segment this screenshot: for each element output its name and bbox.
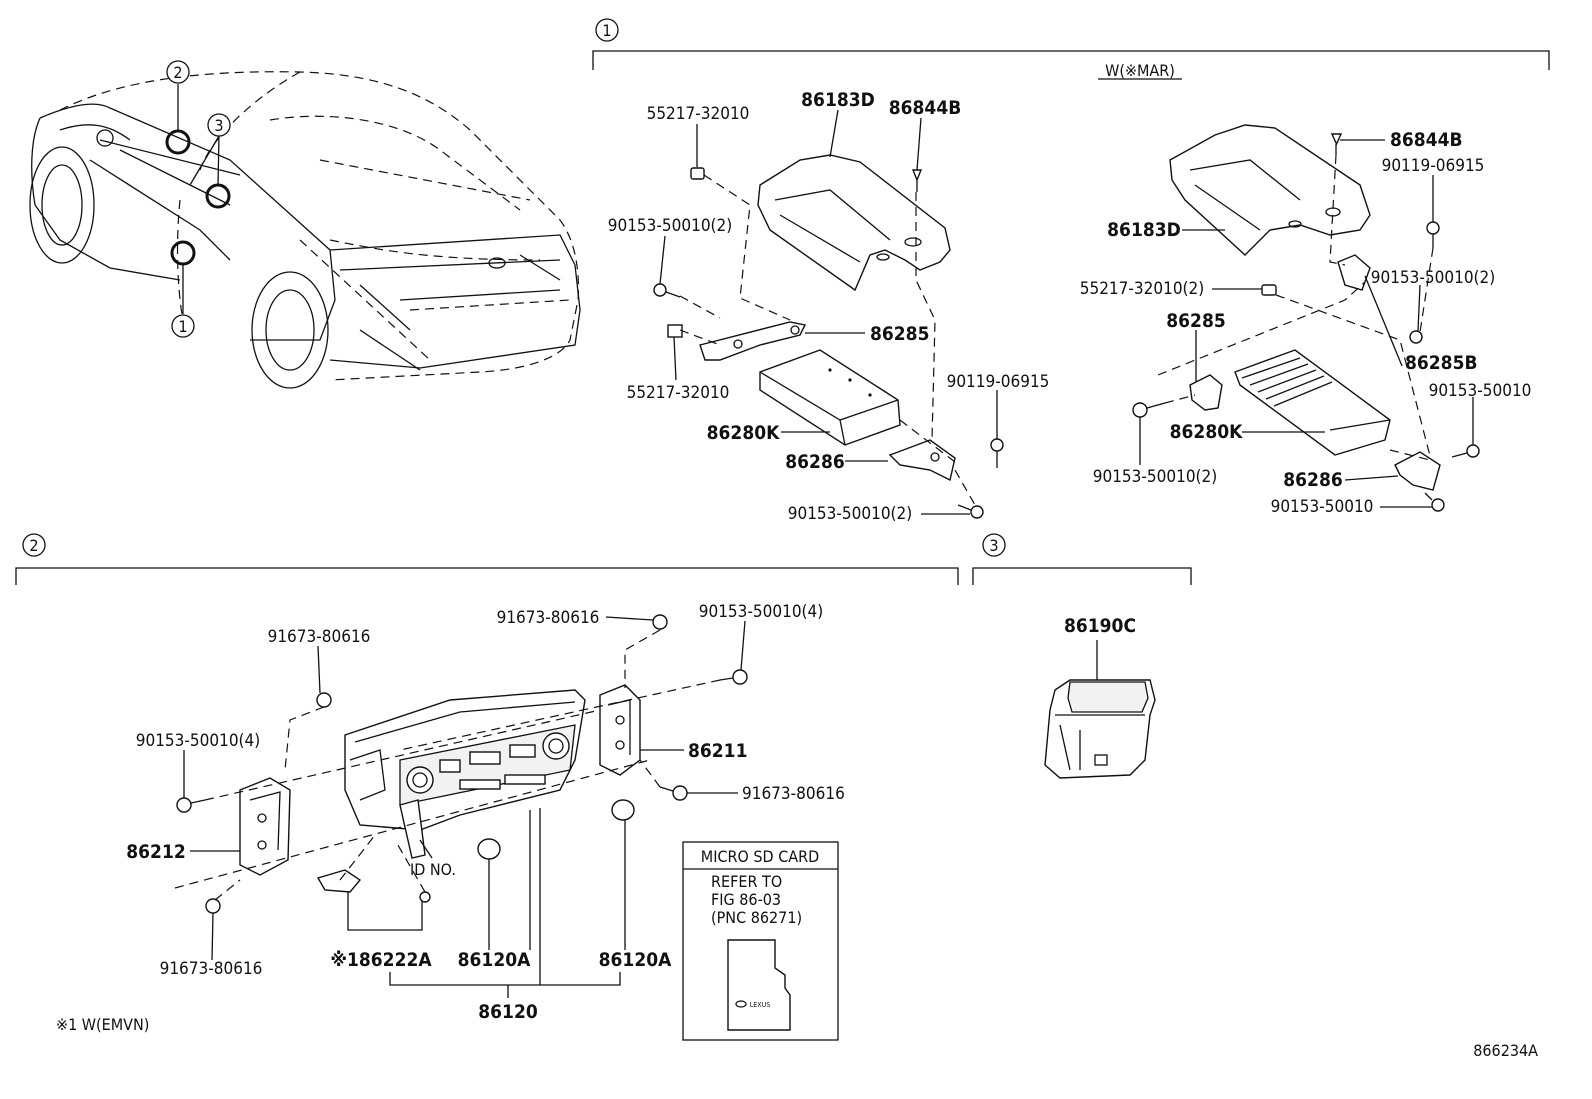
- footnote: ※1 W(EMVN): [56, 1015, 149, 1034]
- label-90153-50010-2-left-a: 90153-50010(2): [608, 216, 732, 236]
- label-91673-80616-right: 91673-80616: [742, 784, 845, 804]
- label-86285-left: 86285: [870, 323, 929, 345]
- section-3: 3 86190C: [972, 533, 1192, 779]
- label-90153-50010-2-right-a: 90153-50010(2): [1371, 268, 1495, 288]
- label-55217-32010-top: 55217-32010: [647, 104, 750, 124]
- label-86120: 86120: [478, 1001, 538, 1023]
- left-navigation-assembly: 55217-32010 86183D 86844B 90153-50010(2)…: [608, 89, 1050, 524]
- figure-id: 866234A: [1473, 1041, 1538, 1060]
- section-2: 2: [15, 533, 959, 1041]
- car-callout-1: 1: [178, 317, 187, 336]
- label-86286-right: 86286: [1283, 469, 1342, 491]
- label-86286-left: 86286: [785, 451, 844, 473]
- micro-sd-card-box: MICRO SD CARD REFER TO FIG 86-03 (PNC 86…: [682, 841, 839, 1041]
- label-91673-80616-top: 91673-80616: [497, 608, 600, 628]
- label-86211: 86211: [688, 740, 747, 762]
- label-91673-80616-tl: 91673-80616: [268, 627, 371, 647]
- car-callout-2: 2: [173, 63, 182, 82]
- label-86280K-right: 86280K: [1170, 421, 1243, 443]
- sd-card-logo-text: LEXUS: [750, 1001, 770, 1009]
- label-86844B-left: 86844B: [889, 97, 962, 119]
- label-90119-06915-left: 90119-06915: [947, 372, 1050, 392]
- label-86120A-left: 86120A: [458, 949, 531, 971]
- sd-card-line-3: (PNC 86271): [711, 908, 802, 927]
- car-callout-3: 3: [214, 116, 223, 135]
- label-90153-50010-2-left-b: 90153-50010(2): [788, 504, 912, 524]
- label-55217-32010-2-right: 55217-32010(2): [1080, 279, 1204, 299]
- right-navigation-assembly: 86844B 90119-06915 86183D 55217-32010(2)…: [1080, 124, 1532, 517]
- label-90119-06915-right: 90119-06915: [1382, 156, 1485, 176]
- label-90153-50010-4-left: 90153-50010(4): [136, 731, 260, 751]
- label-86844B-right: 86844B: [1390, 129, 1463, 151]
- section-1: 1 W(※MAR): [592, 18, 1550, 524]
- section-1-number: 1: [602, 21, 611, 40]
- section-3-number: 3: [989, 536, 998, 555]
- label-86212: 86212: [126, 841, 185, 863]
- car-illustration: 2 3 1: [29, 60, 581, 389]
- section-2-number: 2: [29, 536, 38, 555]
- label-90153-50010-4-right: 90153-50010(4): [699, 602, 823, 622]
- label-86280K-left: 86280K: [707, 422, 780, 444]
- label-86183D-left: 86183D: [801, 89, 875, 111]
- label-90153-50010-right-b: 90153-50010: [1271, 497, 1374, 517]
- sd-card-line-1: REFER TO: [711, 872, 782, 891]
- label-90153-50010-2-right-b: 90153-50010(2): [1093, 467, 1217, 487]
- label-90153-50010-right-a: 90153-50010: [1429, 381, 1532, 401]
- label-86183D-right: 86183D: [1107, 219, 1181, 241]
- label-86120A-right: 86120A: [599, 949, 672, 971]
- sd-card-header: MICRO SD CARD: [701, 847, 819, 866]
- section-1-note: W(※MAR): [1105, 61, 1175, 80]
- label-id-no: ID NO.: [410, 860, 456, 879]
- label-86285B-right: 86285B: [1405, 352, 1478, 374]
- label-91673-80616-bl: 91673-80616: [160, 959, 263, 979]
- label-86285-right: 86285: [1166, 310, 1225, 332]
- label-55217-32010-bottom: 55217-32010: [627, 383, 730, 403]
- sd-card-line-2: FIG 86-03: [711, 890, 781, 909]
- label-86190C: 86190C: [1064, 615, 1136, 637]
- label-86222A: ※186222A: [330, 949, 432, 971]
- micro-sd-card-icon: [727, 939, 791, 1031]
